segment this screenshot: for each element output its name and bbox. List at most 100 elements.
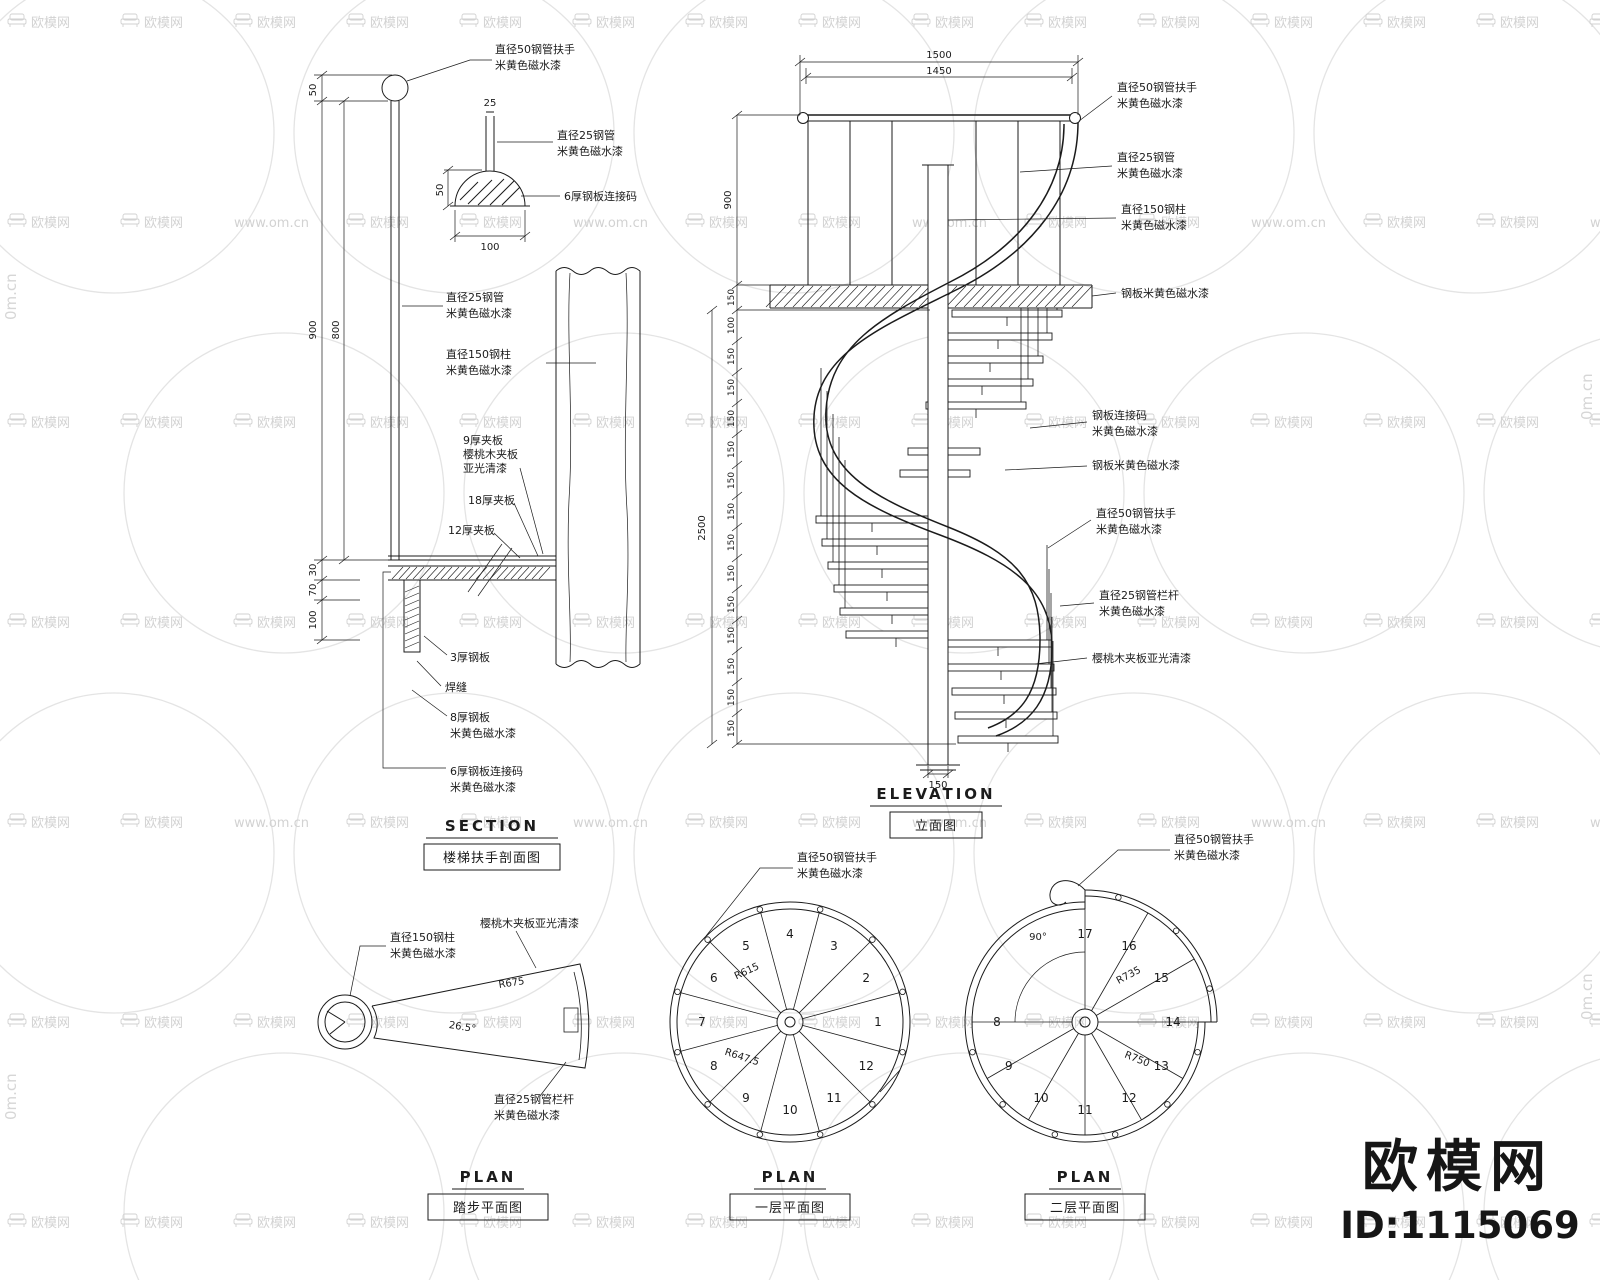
baluster-dot — [704, 1101, 711, 1108]
label-column150: 直径150钢柱 — [390, 930, 455, 944]
sofa-watermark-icon — [461, 1013, 477, 1021]
label-baluster25: 直径25钢管栏杆 — [494, 1092, 574, 1106]
sofa-watermark-icon — [1026, 413, 1042, 421]
tread — [943, 332, 1053, 341]
dim-segment: 150 — [727, 658, 737, 675]
baluster-dot — [1173, 927, 1180, 934]
watermark-site-name: 欧模网 — [370, 216, 409, 231]
watermark-site-name: 欧模网 — [1161, 616, 1200, 631]
tread-number: 8 — [710, 1059, 718, 1073]
sofa-watermark-icon — [913, 13, 929, 21]
baluster-dot — [1111, 1131, 1119, 1138]
dim-tick — [731, 646, 743, 656]
label-column150: 直径150钢柱 — [1121, 202, 1186, 216]
dim-r735: R735 — [1115, 965, 1143, 987]
sofa-watermark-icon — [685, 618, 705, 625]
watermark-site-name: 欧模网 — [1048, 16, 1087, 31]
watermark-site-name: 欧模网 — [1161, 816, 1200, 831]
dim-50: 50 — [308, 84, 319, 97]
hatch-line — [426, 566, 439, 580]
hatch-line — [873, 285, 895, 308]
sofa-watermark-icon — [7, 218, 27, 225]
sector-line — [680, 1024, 778, 1052]
dim-tick — [442, 165, 454, 175]
dim-segment: 150 — [727, 689, 737, 706]
label-steel8: 8厚钢板 — [450, 710, 490, 724]
sofa-watermark-icon — [687, 1213, 703, 1221]
hatch-line — [909, 285, 931, 308]
dim-1500: 1500 — [926, 50, 951, 61]
section-leaders — [382, 59, 596, 769]
sofa-watermark-icon — [1476, 618, 1496, 625]
watermark-url: www.om.cn — [1590, 216, 1600, 231]
watermark-site-name: 欧模网 — [822, 16, 861, 31]
hatch-line — [765, 285, 787, 308]
sofa-watermark-icon — [1363, 1218, 1383, 1225]
hatch-line — [900, 285, 922, 308]
dim-tick — [800, 72, 812, 82]
dim-tick — [442, 201, 454, 211]
sofa-watermark-icon — [235, 413, 251, 421]
dim-tick — [706, 305, 718, 315]
tread-number: 15 — [1154, 971, 1169, 985]
dim-angle: 26.5° — [448, 1020, 477, 1035]
landing-rail — [797, 112, 1081, 285]
watermark-site-name: 欧模网 — [822, 816, 861, 831]
sofa-watermark-icon — [9, 213, 25, 221]
hatch-line — [454, 566, 467, 580]
watermark-site-name: 欧模网 — [596, 1016, 635, 1031]
tread-hatch — [391, 566, 551, 580]
watermark-site-name: 欧模网 — [370, 616, 409, 631]
tread — [827, 561, 937, 570]
sofa-watermark-icon — [461, 213, 477, 221]
sector-line — [792, 912, 820, 1010]
sofa-watermark-icon — [1024, 18, 1044, 25]
dim-segment: 150 — [727, 348, 737, 365]
dim-tick — [731, 429, 743, 439]
label-pipe25: 米黄色磁水漆 — [557, 144, 623, 158]
baluster-dot — [704, 936, 711, 943]
tread-number: 12 — [859, 1059, 874, 1073]
sofa-watermark-icon — [120, 1018, 140, 1025]
watermark-site-name: 欧模网 — [1387, 1216, 1426, 1231]
label-column150: 米黄色磁水漆 — [446, 363, 512, 377]
hatch-line — [447, 566, 460, 580]
sofa-watermark-icon — [798, 818, 818, 825]
label-pipe25: 米黄色磁水漆 — [446, 306, 512, 320]
tread-number: 10 — [782, 1103, 797, 1117]
watermark-site-name: 欧模网 — [709, 416, 748, 431]
dim-2500: 2500 — [697, 515, 708, 540]
sofa-watermark-icon — [7, 618, 27, 625]
tread-number: 17 — [1077, 927, 1092, 941]
watermark-site-name: 欧模网 — [596, 16, 635, 31]
baluster-dot — [674, 1048, 681, 1056]
watermark-site-name: 欧模网 — [1274, 1216, 1313, 1231]
sofa-watermark-icon — [1252, 1213, 1268, 1221]
sofa-watermark-icon — [800, 1013, 816, 1021]
dim-tick — [1072, 57, 1084, 67]
dim-tick — [338, 555, 350, 565]
tread-number: 14 — [1165, 1015, 1180, 1029]
watermark-site-name: 欧模网 — [144, 616, 183, 631]
sofa-watermark-icon — [120, 1218, 140, 1225]
watermark-circle — [1483, 1058, 1600, 1280]
sofa-watermark-icon — [346, 18, 366, 25]
sector-line — [802, 1024, 900, 1052]
sofa-watermark-icon — [1591, 413, 1600, 421]
label-handrail50: 米黄色磁水漆 — [797, 866, 863, 880]
dim-tick — [316, 70, 328, 80]
hatch-line — [524, 566, 537, 580]
dim-tick — [731, 584, 743, 594]
sofa-watermark-icon — [1591, 613, 1600, 621]
baluster-dot — [1051, 1131, 1059, 1138]
hatch-line — [468, 566, 481, 580]
watermark-url: www.om.cn — [1590, 816, 1600, 831]
dim-tick — [731, 739, 743, 749]
dim-150-base: 150 — [928, 780, 947, 791]
sofa-watermark-icon — [120, 418, 140, 425]
sofa-watermark-icon — [7, 1018, 27, 1025]
sofa-watermark-icon — [687, 413, 703, 421]
watermark-site-name: 欧模网 — [822, 1016, 861, 1031]
tread-number: 9 — [742, 1091, 750, 1105]
